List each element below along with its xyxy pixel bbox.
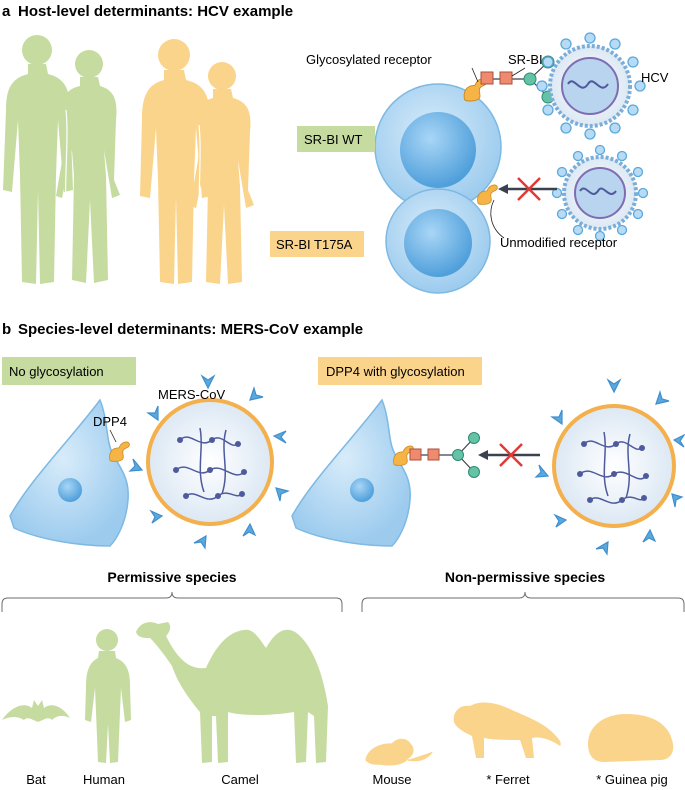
glycan-square-1 xyxy=(480,71,494,85)
bat-silhouette xyxy=(2,700,70,722)
species-label-ferret: * Ferret xyxy=(486,772,530,787)
label-hcv: HCV xyxy=(641,70,669,85)
mers-cov-virus-left xyxy=(128,374,290,550)
mers-cov-virus-right xyxy=(534,378,685,556)
srbi-t175a-box xyxy=(270,231,364,257)
label-unmodified-receptor: Unmodified receptor xyxy=(500,235,618,250)
mouse-silhouette xyxy=(365,738,433,766)
species-label-bat: Bat xyxy=(26,772,46,787)
label-srbi-t175a: SR-BI T175A xyxy=(276,237,353,252)
cell-t175a-nucleus xyxy=(404,209,472,277)
label-srbi-wt: SR-BI WT xyxy=(304,132,363,147)
no-glycosylation-box xyxy=(2,357,136,385)
blocked-arrow-b xyxy=(478,443,540,467)
panel-a-title: Host-level determinants: HCV example xyxy=(18,3,293,20)
panel-a-letter: a xyxy=(2,3,11,20)
label-dpp4: DPP4 xyxy=(93,414,127,429)
glycan-square-2 xyxy=(499,71,513,85)
orange-human-male xyxy=(140,39,212,284)
species-label-camel: Camel xyxy=(221,772,259,787)
label-no-glycosylation: No glycosylation xyxy=(9,364,104,379)
blocked-arrow-a xyxy=(498,177,557,201)
green-human-female xyxy=(56,50,120,283)
label-permissive-species: Permissive species xyxy=(107,569,236,585)
dpp4-glycosylation-box xyxy=(318,357,482,385)
host-cell-right xyxy=(291,398,411,547)
human-silhouette xyxy=(85,629,131,763)
hcv-virus-bound xyxy=(536,32,646,140)
glycosylated-receptor xyxy=(463,55,555,104)
host-cell-left-nucleus xyxy=(58,478,82,502)
bracket-non-permissive xyxy=(361,591,685,612)
label-srbi: SR-BI xyxy=(508,52,543,67)
green-human-male xyxy=(3,35,73,284)
glycan-circle-1 xyxy=(523,72,537,86)
host-cell-left xyxy=(9,398,129,547)
orange-human-female xyxy=(190,62,254,284)
host-cell-right-nucleus xyxy=(350,478,374,502)
camel-silhouette xyxy=(136,622,328,763)
species-label-human: Human xyxy=(83,772,125,787)
hcv-virus-blocked xyxy=(551,144,649,242)
dpp4-glycosylated-receptor xyxy=(393,432,480,478)
non-permissive-species-labels: Mouse * Ferret * Guinea pig xyxy=(372,772,667,787)
species-label-guinea-pig: * Guinea pig xyxy=(596,772,668,787)
label-glycosylated-receptor: Glycosylated receptor xyxy=(306,52,432,67)
green-human-figures xyxy=(3,35,120,284)
panel-b-letter: b xyxy=(2,321,11,338)
bracket-permissive xyxy=(1,591,343,612)
cell-wt-nucleus xyxy=(400,112,476,188)
orange-human-figures xyxy=(140,39,254,284)
label-non-permissive-species: Non-permissive species xyxy=(445,569,606,585)
permissive-species-labels: Bat Human Camel xyxy=(26,772,259,787)
species-label-mouse: Mouse xyxy=(372,772,411,787)
ferret-silhouette xyxy=(453,702,561,758)
srbi-wt-box xyxy=(297,126,375,152)
cell-t175a xyxy=(385,188,491,294)
label-mers-cov: MERS-CoV xyxy=(158,387,226,402)
dpp4-receptor-left xyxy=(109,441,130,462)
cell-wt xyxy=(374,83,502,211)
guinea-pig-silhouette xyxy=(588,714,674,762)
panel-b-title: Species-level determinants: MERS-CoV exa… xyxy=(18,321,363,338)
label-dpp4-with-glycosylation: DPP4 with glycosylation xyxy=(326,364,465,379)
